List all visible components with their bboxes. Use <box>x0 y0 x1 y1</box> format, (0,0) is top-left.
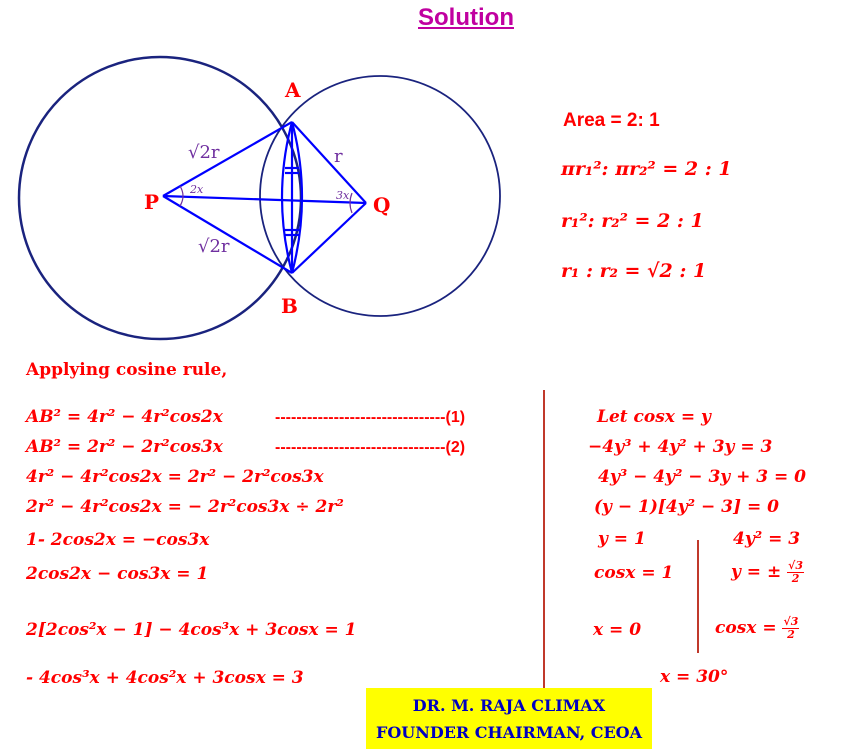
label-aq: r <box>334 146 343 167</box>
case2-prefix: y = ± <box>731 562 782 582</box>
step-line: AB² = 4r² − 4r²cos2x <box>26 407 223 427</box>
point-p-label: P <box>144 190 160 214</box>
point-q-label: Q <box>373 193 391 217</box>
segment-aq <box>291 121 367 204</box>
equation-ref-1: --------------------------------(1) <box>275 409 466 426</box>
circle-q <box>259 75 501 317</box>
point-b-label: B <box>281 294 298 318</box>
ratio-line: πr₁²: πr₂² = 2 : 1 <box>561 158 732 180</box>
angle-arc-p <box>179 185 184 207</box>
lens-arc-left <box>280 121 294 274</box>
step-line: 2[2cos²x − 1] − 4cos³x + 3cosx = 1 <box>26 620 357 640</box>
step-line: 1- 2cos2x = −cos3x <box>26 530 210 550</box>
segment-pa <box>162 121 293 197</box>
case-divider <box>697 540 699 653</box>
circle-p <box>17 55 303 341</box>
ratio-line: Area = 2: 1 <box>563 110 660 131</box>
angle-p-label: 2x <box>190 183 204 196</box>
point-a-label: A <box>285 78 301 102</box>
column-divider <box>543 390 545 688</box>
label-pb: √2r <box>198 236 230 257</box>
case1-line: cosx = 1 <box>594 563 674 583</box>
equation-ref-2: --------------------------------(2) <box>275 439 466 456</box>
case1-line: y = 1 <box>598 529 646 549</box>
case2-line: 4y² = 3 <box>733 529 801 549</box>
cosine-rule-heading: Applying cosine rule, <box>26 360 228 380</box>
step-line: 4y³ − 4y² − 3y + 3 = 0 <box>598 467 806 487</box>
step-line: 2r² − 4r²cos2x = − 2r²cos3x ÷ 2r² <box>26 497 344 517</box>
fraction-numerator: √3 <box>787 559 805 573</box>
step-line: Let cosx = y <box>597 407 711 427</box>
page-title: Solution <box>418 4 514 31</box>
step-line: 4r² − 4r²cos2x = 2r² − 2r²cos3x <box>26 467 324 487</box>
case2-prefix: cosx = <box>715 618 777 638</box>
author-title: FOUNDER CHAIRMAN, CEOA <box>375 723 642 742</box>
angle-q-label: 3x <box>336 189 350 202</box>
step-line: (y − 1)[4y² − 3] = 0 <box>594 497 779 517</box>
segment-pb <box>162 195 293 274</box>
step-line: −4y³ + 4y² + 3y = 3 <box>588 437 773 457</box>
author-name: DR. M. RAJA CLIMAX <box>412 696 606 715</box>
ratio-line: r₁²: r₂² = 2 : 1 <box>561 210 704 232</box>
fraction-denominator: 2 <box>787 628 795 641</box>
label-pa: √2r <box>188 142 220 163</box>
fraction-numerator: √3 <box>782 615 800 629</box>
result-line: x = 30° <box>660 667 729 687</box>
segment-pq <box>162 194 367 205</box>
lens-arc-right <box>290 121 304 274</box>
ratio-line: r₁ : r₂ = √2 : 1 <box>561 260 707 282</box>
case1-line: x = 0 <box>593 620 642 640</box>
step-line: AB² = 2r² − 2r²cos3x <box>26 437 223 457</box>
author-signature-box: DR. M. RAJA CLIMAX FOUNDER CHAIRMAN, CEO… <box>366 688 652 749</box>
step-line: - 4cos³x + 4cos²x + 3cosx = 3 <box>26 668 304 688</box>
segment-bq <box>291 202 367 274</box>
step-line: 2cos2x − cos3x = 1 <box>26 564 209 584</box>
angle-arc-q <box>349 192 353 214</box>
fraction-denominator: 2 <box>791 572 800 585</box>
circles-diagram <box>17 55 501 341</box>
